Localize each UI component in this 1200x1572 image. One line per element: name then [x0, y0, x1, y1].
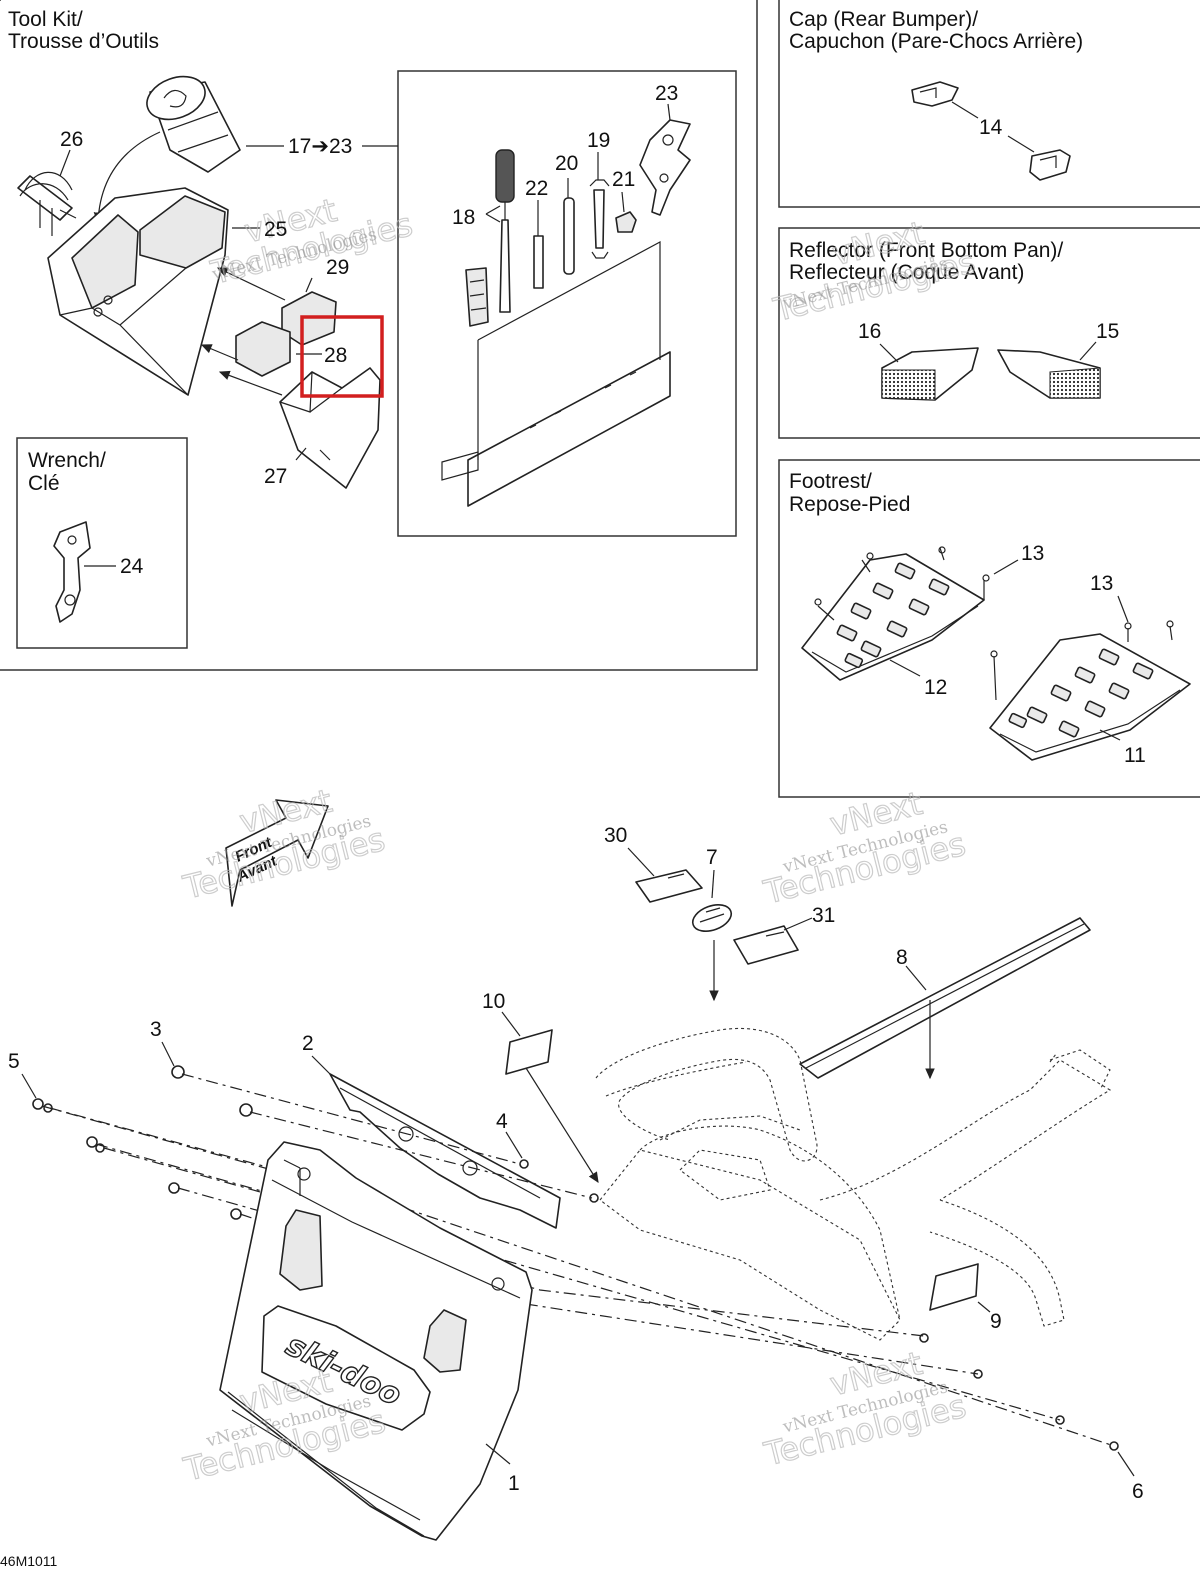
callout-14: 14: [979, 116, 1003, 139]
cap-part-upper: [911, 81, 959, 107]
callout-28: 28: [324, 344, 347, 367]
tool-pouch-roll: [93, 75, 241, 224]
wrench-section: Wrench/ Clé: [16, 437, 188, 649]
footrest-left: [801, 546, 990, 681]
cap-title-line1: Cap (Rear Bumper)/: [789, 8, 978, 31]
callout-9: 9: [990, 1310, 1002, 1333]
cap-section: Cap (Rear Bumper)/ Capuchon (Pare-Chocs …: [778, 0, 1200, 208]
callout-5: 5: [8, 1050, 20, 1073]
tool-card: [441, 240, 671, 507]
diagram-code: 46M1011: [0, 1553, 58, 1569]
bit-tool: [465, 267, 489, 327]
callout-7: 7: [706, 846, 718, 869]
flap-bracket-2: [311, 1055, 561, 1229]
callout-21: 21: [612, 168, 635, 191]
callout-11: 11: [1124, 744, 1146, 767]
wrench-title-line2: Clé: [28, 472, 60, 495]
callouts: 23 17➔23 19 20 22 21 18 26 25 29 28 27 2…: [8, 82, 1146, 1503]
toolkit-section: Tool Kit/ Trousse d’Outils: [0, 0, 758, 671]
reflector-right: [997, 341, 1101, 399]
footrest-right: [989, 620, 1191, 761]
callout-16: 16: [858, 320, 881, 343]
footrest-section: Footrest/ Repose-Pied: [778, 459, 1200, 798]
callout-30: 30: [604, 824, 627, 847]
callout-2: 2: [302, 1032, 314, 1055]
callout-13b: 13: [1090, 572, 1113, 595]
callout-1: 1: [508, 1472, 520, 1495]
rear-frame-phantom: [595, 1027, 1112, 1341]
footrest-right-pads: [1008, 648, 1154, 738]
callout-6: 6: [1132, 1480, 1144, 1503]
callout-24: 24: [120, 555, 144, 578]
callout-4: 4: [496, 1110, 508, 1133]
callout-22: 22: [525, 177, 548, 200]
spanner-wrench: [639, 103, 691, 216]
trim-strip-8: [799, 917, 1091, 1080]
cap-part-lower: [1029, 149, 1071, 181]
snow-flap-1: ski-doo: [219, 1141, 533, 1541]
emblem-7: [691, 869, 733, 1002]
callout-12: 12: [924, 676, 947, 699]
callout-29: 29: [326, 256, 349, 279]
reflector-title-line1: Reflector (Front Bottom Pan)/: [789, 239, 1063, 262]
callout-17-23: 17➔23: [288, 135, 352, 158]
tool-insert: [218, 367, 381, 489]
toolkit-title-line2: Trousse d’Outils: [8, 30, 159, 53]
hardware-3: [161, 1041, 253, 1117]
decal-10: [501, 1011, 599, 1184]
callout-19: 19: [587, 129, 610, 152]
toolkit-tools-box: [397, 70, 737, 537]
callout-10: 10: [482, 990, 505, 1013]
hardware-5: [21, 1073, 242, 1220]
callout-3: 3: [150, 1018, 162, 1041]
callout-25: 25: [264, 218, 287, 241]
callout-13a: 13: [1021, 542, 1044, 565]
wrench-tool: [53, 521, 116, 623]
decal-30: [627, 847, 703, 903]
strap: [17, 171, 77, 236]
reflector-title-line2: Reflecteur (Coque Avant): [789, 261, 1024, 284]
hardware-6: [919, 1333, 1135, 1477]
open-wrench: [589, 152, 610, 259]
decal-31: [733, 917, 813, 965]
callout-23: 23: [655, 82, 678, 105]
footrest-title-line1: Footrest/: [789, 470, 872, 493]
callout-8: 8: [896, 946, 908, 969]
cap-title-line2: Capuchon (Pare-Chocs Arrière): [789, 30, 1083, 53]
callout-18: 18: [452, 206, 475, 229]
screwdriver: [495, 149, 515, 313]
tool-box: [47, 187, 229, 396]
callout-31: 31: [812, 904, 835, 927]
reflector-section: Reflector (Front Bottom Pan)/ Reflecteur…: [778, 227, 1200, 439]
drift-pin: [563, 178, 575, 275]
clip: [615, 191, 637, 233]
callout-27: 27: [264, 465, 287, 488]
reflector-left: [879, 343, 979, 401]
callout-26: 26: [60, 128, 83, 151]
footrest-left-pads: [836, 562, 950, 669]
footrest-title-line2: Repose-Pied: [789, 493, 910, 516]
toolkit-title-line1: Tool Kit/: [8, 8, 83, 31]
socket-bar: [533, 200, 544, 289]
callout-15: 15: [1096, 320, 1119, 343]
highlight-box-28: [300, 315, 384, 398]
decal-9: [929, 1263, 991, 1313]
hardware-4: [505, 1131, 599, 1203]
wrench-title-line1: Wrench/: [28, 449, 106, 472]
foam-block-28: [200, 321, 291, 377]
callout-20: 20: [555, 152, 578, 175]
